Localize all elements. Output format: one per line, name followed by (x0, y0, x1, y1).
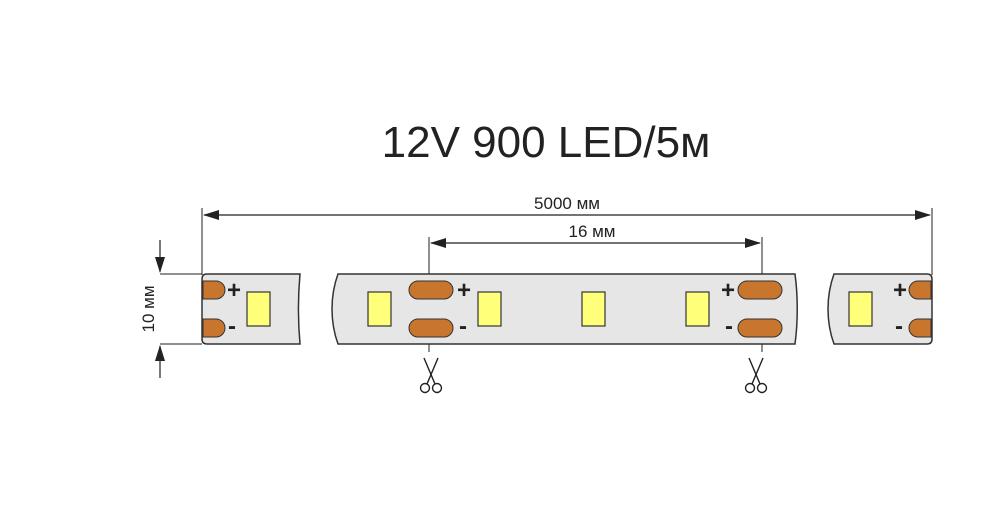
scissors-icon (744, 357, 768, 394)
polarity-minus: - (725, 313, 733, 340)
polarity-plus: + (227, 277, 241, 304)
polarity-minus: - (895, 313, 903, 340)
polarity-minus: - (459, 313, 467, 340)
segment-length-dimension: 16 мм (430, 222, 761, 248)
polarity-plus: + (893, 277, 907, 304)
width-dimension: 10 мм (139, 240, 165, 378)
solder-pad (908, 280, 932, 300)
solder-pad (737, 280, 783, 300)
polarity-plus: + (457, 277, 471, 304)
polarity-plus: + (721, 277, 735, 304)
solder-pad (408, 318, 454, 338)
strip-segment-right: + - (827, 273, 933, 345)
strip-segment-middle: + - + - (331, 273, 798, 345)
solder-pad (737, 318, 783, 338)
led-chip (246, 291, 271, 327)
segment-length-label: 16 мм (568, 222, 615, 241)
solder-pad (908, 318, 932, 338)
polarity-minus: - (228, 313, 236, 340)
led-chip (581, 291, 606, 327)
led-chip (367, 291, 392, 327)
led-chip (477, 291, 502, 327)
led-chip (848, 291, 873, 327)
total-length-label: 5000 мм (534, 194, 600, 213)
solder-pad (202, 318, 226, 338)
total-length-dimension: 5000 мм (203, 194, 931, 220)
solder-pad (408, 280, 454, 300)
solder-pad (202, 280, 226, 300)
width-label: 10 мм (139, 285, 158, 332)
strip-segment-left: + - (201, 273, 301, 345)
diagram-title: 12V 900 LED/5м (382, 118, 711, 167)
scissors-icon (419, 357, 443, 394)
led-chip (685, 291, 710, 327)
